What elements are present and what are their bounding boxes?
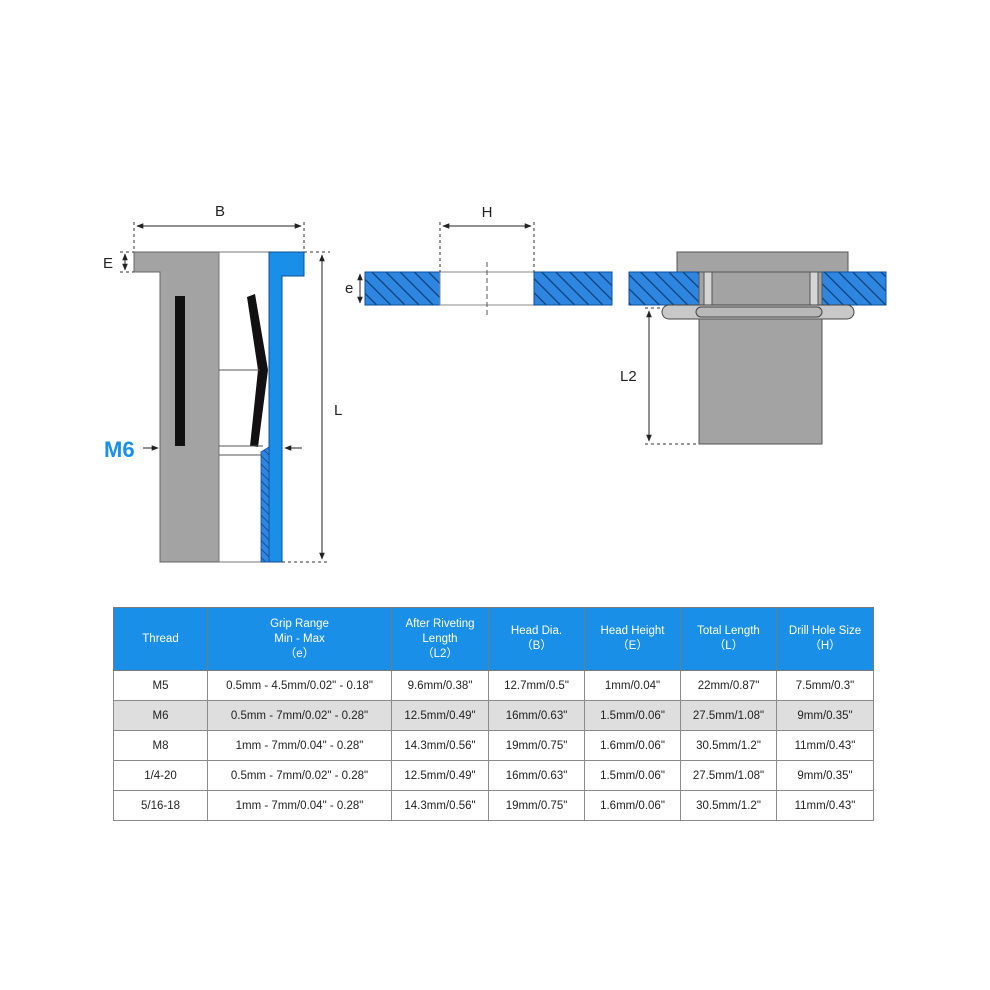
col-header-grip-range: Grip Range Min - Max （e） xyxy=(207,607,392,671)
thread-hatch xyxy=(260,446,270,563)
drilled-plate: H e xyxy=(345,204,613,315)
label-H: H xyxy=(482,204,493,221)
collapse-strip xyxy=(247,294,268,447)
table-row: 5/16-18 1mm - 7mm/0.04" - 0.28" 14.3mm/0… xyxy=(113,790,874,821)
installed-body xyxy=(698,318,823,445)
label-E: E xyxy=(103,255,113,272)
label-L2: L2 xyxy=(620,368,637,385)
table-header-row: Thread Grip Range Min - Max （e） After Ri… xyxy=(113,607,874,671)
plate-left xyxy=(364,271,441,306)
rivet-nut-diagram: B E L M6 H e L2 xyxy=(103,203,887,563)
rivet-nut-section: B E L M6 xyxy=(103,203,342,563)
label-B: B xyxy=(215,203,225,220)
col-header-thread: Thread xyxy=(113,607,208,671)
table-row: M8 1mm - 7mm/0.04" - 0.28" 14.3mm/0.56" … xyxy=(113,730,874,761)
plate-right xyxy=(533,271,613,306)
col-header-head-dia: Head Dia. （B） xyxy=(488,607,585,671)
installed-plate-right xyxy=(821,271,887,306)
col-header-drill-hole: Drill Hole Size （H） xyxy=(776,607,874,671)
installed-head xyxy=(676,251,849,273)
installed-plate-left xyxy=(628,271,700,306)
col-header-total-length: Total Length （L） xyxy=(680,607,777,671)
label-M6: M6 xyxy=(104,437,135,462)
table-row: M6 0.5mm - 7mm/0.02" - 0.28" 12.5mm/0.49… xyxy=(113,700,874,731)
nut-section-blue xyxy=(268,251,305,563)
installed-rivet-nut: L2 xyxy=(620,251,887,445)
col-header-after-riveting: After Riveting Length （L2） xyxy=(391,607,489,671)
table-row: 1/4-20 0.5mm - 7mm/0.02" - 0.28" 12.5mm/… xyxy=(113,760,874,791)
label-L: L xyxy=(334,402,342,419)
spec-table: Thread Grip Range Min - Max （e） After Ri… xyxy=(113,607,874,821)
slot-left xyxy=(175,296,185,446)
table-row: M5 0.5mm - 4.5mm/0.02" - 0.18" 9.6mm/0.3… xyxy=(113,670,874,701)
label-e: e xyxy=(345,280,353,297)
col-header-head-height: Head Height （E） xyxy=(584,607,681,671)
